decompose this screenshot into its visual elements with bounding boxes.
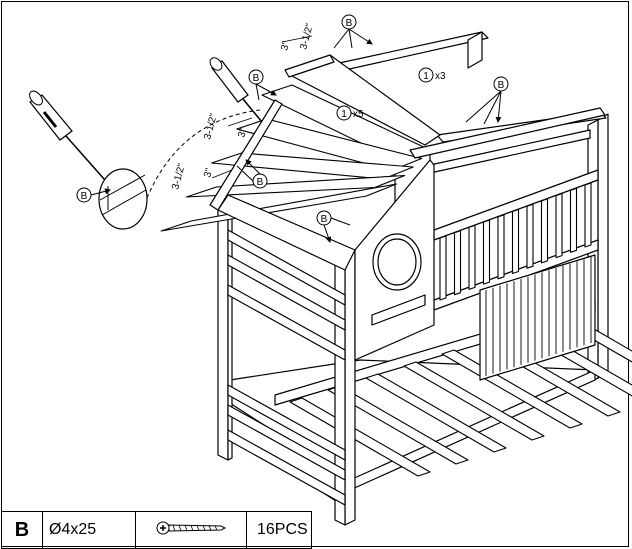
svg-text:B: B <box>498 80 505 91</box>
roof-slats <box>160 84 431 232</box>
bed-slat <box>403 361 545 441</box>
lower-back-panel <box>479 254 596 381</box>
roof-slat <box>211 152 414 180</box>
callout-part-1-slats: 1 x5 <box>336 105 364 121</box>
screw-icon <box>135 511 247 549</box>
baluster <box>540 198 549 264</box>
svg-text:x5: x5 <box>353 109 364 120</box>
callout-part-1-rails: 1 x3 <box>418 67 446 83</box>
baluster <box>526 203 534 269</box>
callout-b-top: B <box>333 14 372 48</box>
screwdriver-main <box>209 57 263 123</box>
hardware-letter: B <box>1 511 43 549</box>
upper-right-railing <box>433 169 599 311</box>
svg-text:B: B <box>257 177 264 188</box>
baluster <box>569 187 578 253</box>
roof-ridge <box>284 54 606 159</box>
svg-text:3-1/2": 3-1/2" <box>298 22 316 51</box>
baluster <box>555 193 563 259</box>
gable-end-panel <box>354 159 435 361</box>
baluster <box>468 224 476 290</box>
callout-b-mid: B <box>236 160 268 189</box>
baluster <box>453 230 462 296</box>
roof-slat <box>185 174 406 198</box>
svg-text:1: 1 <box>423 71 429 82</box>
svg-text:3": 3" <box>279 40 292 52</box>
svg-text:1: 1 <box>341 109 347 120</box>
hardware-table: B Ø4x25 16PCS <box>1 511 312 549</box>
svg-text:3-1/2": 3-1/2" <box>170 162 188 191</box>
bed-slat <box>289 397 431 477</box>
svg-text:B: B <box>346 18 353 29</box>
callout-b-upper-left: B <box>248 69 276 100</box>
baluster <box>511 208 520 275</box>
baluster <box>497 214 505 280</box>
svg-text:3": 3" <box>236 127 249 139</box>
callout-b-right: B <box>465 76 509 124</box>
svg-text:3": 3" <box>202 167 215 179</box>
hardware-size: Ø4x25 <box>42 511 136 549</box>
screwdriver-detail <box>29 90 113 189</box>
bed-slat <box>365 373 507 453</box>
roof-slat <box>236 118 423 172</box>
svg-text:3-1/2": 3-1/2" <box>202 112 220 141</box>
callout-b-detail: B <box>76 187 111 203</box>
left-side-panel <box>227 229 346 506</box>
svg-text:B: B <box>81 191 88 202</box>
hardware-quantity: 16PCS <box>246 511 312 549</box>
shelf <box>371 294 426 326</box>
svg-text:B: B <box>253 73 260 84</box>
roof-slat <box>160 183 397 232</box>
detail-magnifier <box>98 109 261 230</box>
svg-text:B: B <box>321 214 328 225</box>
bed-slat <box>441 349 583 429</box>
baluster <box>482 219 491 285</box>
baluster <box>584 182 592 248</box>
baluster <box>439 235 447 301</box>
callout-b-lower: B <box>316 210 351 242</box>
round-window <box>372 233 422 291</box>
svg-text:x3: x3 <box>435 71 446 82</box>
